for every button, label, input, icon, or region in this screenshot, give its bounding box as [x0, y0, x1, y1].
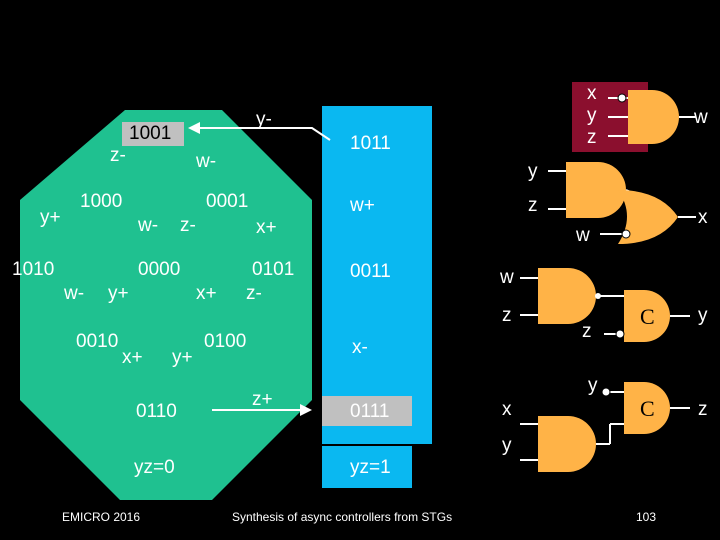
- signal-x-minus: x-: [352, 337, 368, 358]
- c2-bubble: [601, 387, 611, 397]
- g1-output-w: w: [694, 107, 708, 128]
- c1-bubble: [615, 329, 625, 339]
- signal-x-plus-mid: x+: [196, 283, 217, 304]
- g4-input-w: w: [500, 267, 514, 288]
- state-0011: 0011: [350, 261, 391, 282]
- octagon-region: [20, 110, 312, 500]
- g2-input-z: z: [528, 195, 538, 216]
- yz0-box: [115, 446, 219, 488]
- g5-and-gate: [538, 416, 596, 472]
- g4-input-z: z: [502, 305, 512, 326]
- g1-input-x: x: [587, 83, 597, 104]
- footer-left: EMICRO 2016: [62, 510, 141, 524]
- state-0010: 0010: [76, 331, 119, 352]
- state-1001-box: [122, 122, 184, 146]
- signal-x-plus-bottom: x+: [122, 347, 143, 368]
- g5-input-x: x: [502, 399, 512, 420]
- g1-bubble: [617, 93, 627, 103]
- footer-page: 103: [636, 510, 657, 524]
- signal-y-plus-left: y+: [40, 207, 61, 228]
- c2-element: [624, 382, 670, 434]
- c1-element: [624, 290, 670, 342]
- transition-y-minus: y-: [256, 109, 272, 130]
- state-0001: 0001: [206, 191, 249, 212]
- state-0111-box: [322, 396, 412, 426]
- signal-w-minus-low: w-: [64, 283, 85, 304]
- g2-and-gate: [566, 162, 626, 218]
- signal-x-plus-right: x+: [256, 217, 277, 238]
- g5-input-y: y: [502, 435, 512, 456]
- g4-and-gate: [538, 268, 596, 324]
- g1-and-gate: [628, 90, 679, 144]
- state-0110: 0110: [136, 401, 177, 422]
- z-plus-arrowhead: [300, 404, 312, 416]
- g3-or-gate: [618, 190, 678, 244]
- signal-z-minus-top: z-: [110, 145, 126, 166]
- signal-w-minus-mid: w-: [138, 215, 159, 236]
- g3-bubble: [621, 229, 631, 239]
- c1-input-z: z: [582, 321, 592, 342]
- signal-w-minus-top: w-: [196, 151, 217, 172]
- y-minus-arrowhead: [188, 122, 200, 134]
- label-yz0: yz=0: [134, 457, 175, 478]
- state-0111: 0111: [350, 401, 390, 422]
- state-1000: 1000: [80, 191, 123, 212]
- signal-y-plus-bottom: y+: [172, 347, 193, 368]
- c2-symbol: C: [640, 396, 655, 421]
- signal-z-plus: z+: [252, 389, 273, 410]
- state-0000: 0000: [138, 259, 181, 280]
- state-1010: 1010: [12, 259, 55, 280]
- g3-input-w: w: [576, 225, 590, 246]
- label-yz1: yz=1: [350, 457, 391, 478]
- yz1-box: [322, 446, 412, 488]
- signal-w-plus: w+: [350, 195, 375, 216]
- c1-symbol: C: [640, 304, 655, 329]
- footer-center: Synthesis of async controllers from STGs: [232, 510, 453, 524]
- g3-output-x: x: [698, 207, 708, 228]
- state-0100: 0100: [204, 331, 247, 352]
- c2-output-z: z: [698, 399, 708, 420]
- signal-y-plus-low: y+: [108, 283, 129, 304]
- blue-column: [322, 106, 432, 444]
- signal-z-minus-low: z-: [246, 283, 262, 304]
- state-1011: 1011: [350, 133, 391, 154]
- y-minus-arrow: [200, 127, 331, 141]
- state-0101: 0101: [252, 259, 295, 280]
- state-1001: 1001: [129, 123, 172, 144]
- g4-junction: [595, 293, 601, 299]
- signal-z-minus-mid: z-: [180, 215, 196, 236]
- g1-input-y: y: [587, 105, 597, 126]
- g2-input-y: y: [528, 161, 538, 182]
- state-0110-box: [128, 396, 206, 426]
- g1-input-z: z: [587, 127, 597, 148]
- c1-output-y: y: [698, 305, 708, 326]
- c2-input-y: y: [588, 375, 598, 396]
